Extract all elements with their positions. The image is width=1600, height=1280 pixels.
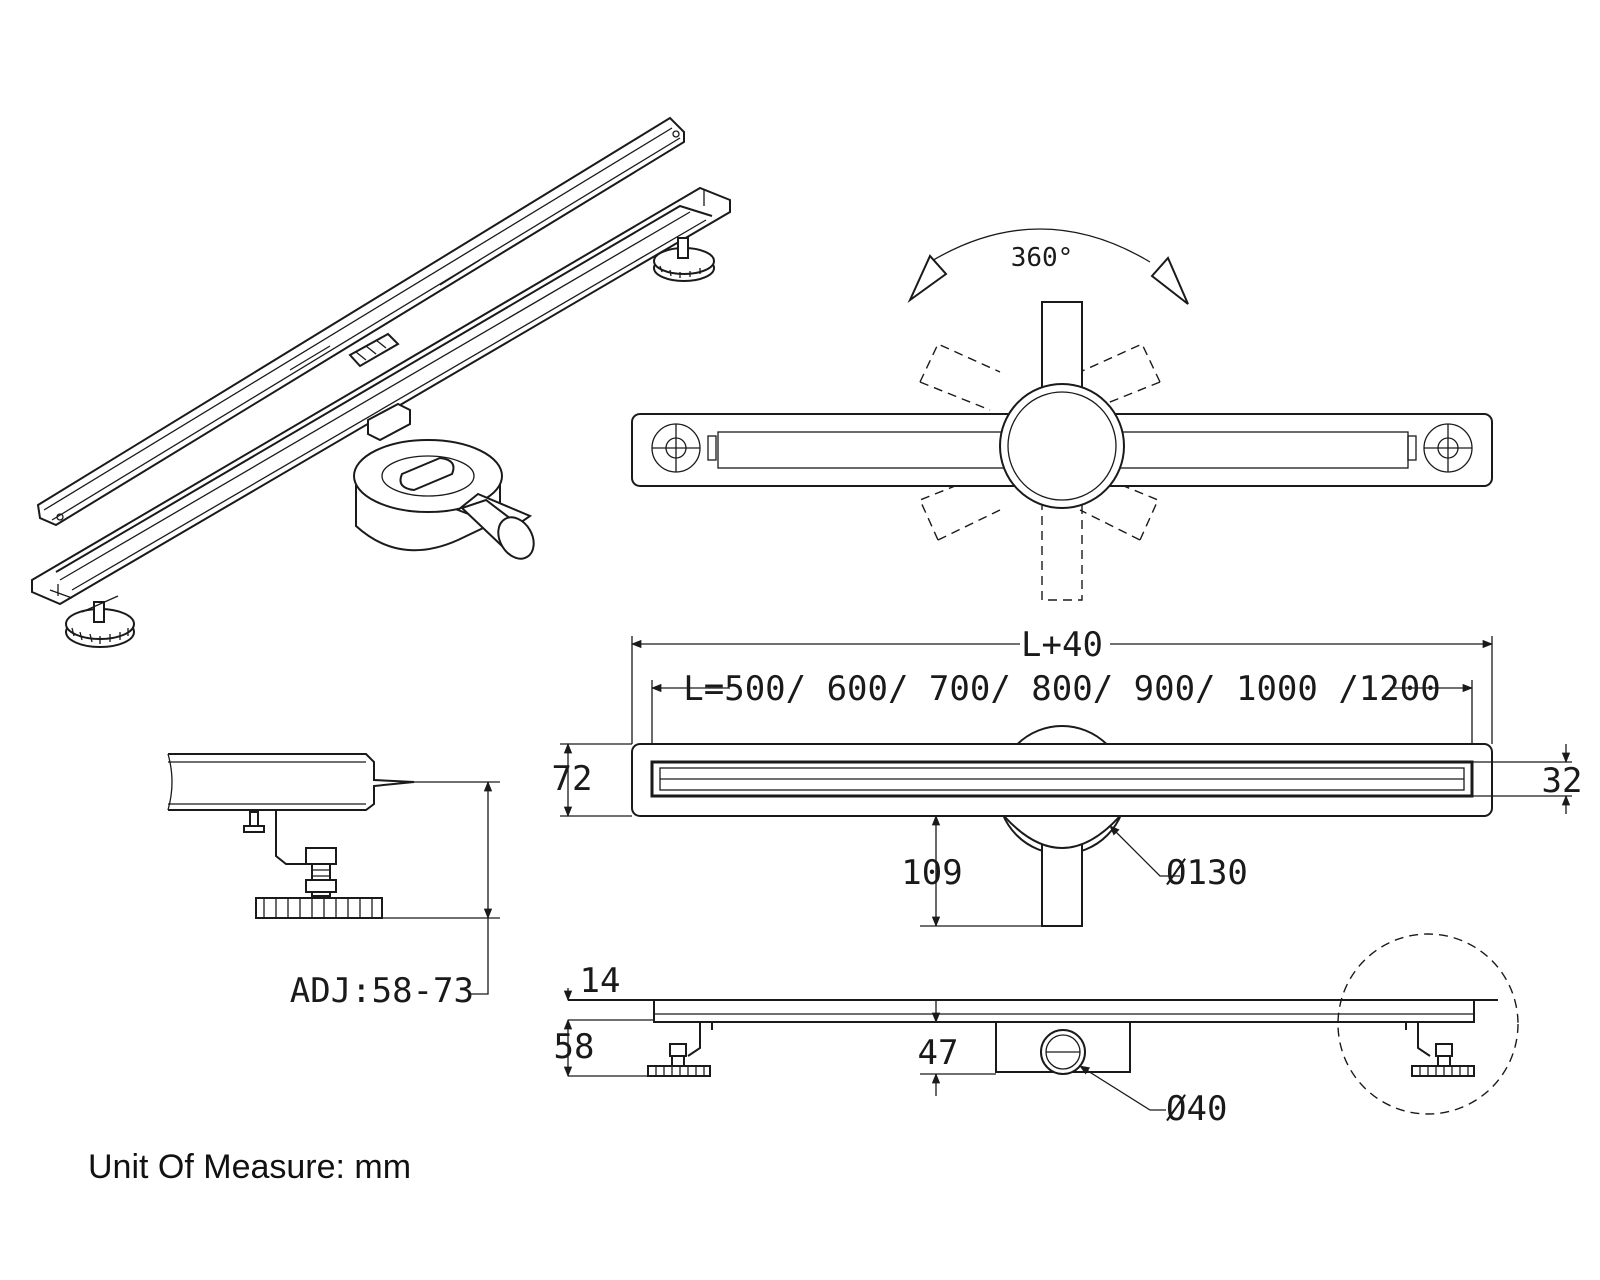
rotation-arrow-right (1150, 256, 1189, 305)
top-foot-right (1407, 423, 1473, 473)
elevation-foot-left (647, 1022, 713, 1077)
outlet-length-label: 109 (901, 853, 962, 893)
channel-body (31, 186, 731, 606)
plan-outlet-pipe (1041, 843, 1083, 927)
isometric-exploded-view (31, 116, 731, 648)
rotation-arrow-left (907, 254, 948, 304)
side-foot-base (255, 897, 383, 919)
pipe-diameter-label: Ø40 (1166, 1089, 1227, 1129)
detail-circle (1337, 933, 1519, 1115)
body-diameter-leader (1109, 825, 1180, 877)
overall-length-label: L+40 (1021, 625, 1103, 665)
cover-strip (36, 116, 685, 527)
width-outer-label: 72 (552, 759, 593, 799)
outlet-connector (367, 402, 411, 442)
outlet-height-label: 47 (918, 1033, 959, 1073)
plan-view: L+40 L=500/ 600/ 700/ 800/ 900/ 1000 /12… (552, 624, 1583, 928)
unit-of-measure-note: Unit Of Measure: mm (88, 1148, 411, 1186)
top-foot-left (651, 423, 717, 473)
side-detail-view: ADJ:58-73 (167, 753, 500, 1011)
length-options-label: L=500/ 600/ 700/ 800/ 900/ 1000 /1200 (683, 669, 1440, 709)
width-inner-label: 32 (1542, 761, 1583, 801)
levelling-foot-right (653, 237, 715, 282)
trap-body (353, 439, 535, 560)
top-view-rotation: 360° (631, 228, 1493, 601)
min-height-label: 58 (554, 1027, 595, 1067)
adjusting-nut (305, 847, 337, 865)
cover-clip (348, 332, 400, 368)
rotation-label: 360° (1011, 243, 1074, 273)
pipe-diameter-leader (1079, 1065, 1166, 1111)
elevation-foot-right (1405, 1022, 1475, 1077)
side-elevation-view: 14 58 47 Ø40 (554, 933, 1519, 1129)
levelling-foot-left (65, 595, 135, 648)
adjust-range-label: ADJ:58-73 (290, 971, 474, 1011)
body-diameter-label: Ø130 (1166, 853, 1248, 893)
outlet-pipe-top (1041, 301, 1083, 389)
frame-height-label: 14 (580, 961, 621, 1001)
rotation-arc (929, 228, 1151, 263)
top-body-circle (999, 383, 1125, 509)
